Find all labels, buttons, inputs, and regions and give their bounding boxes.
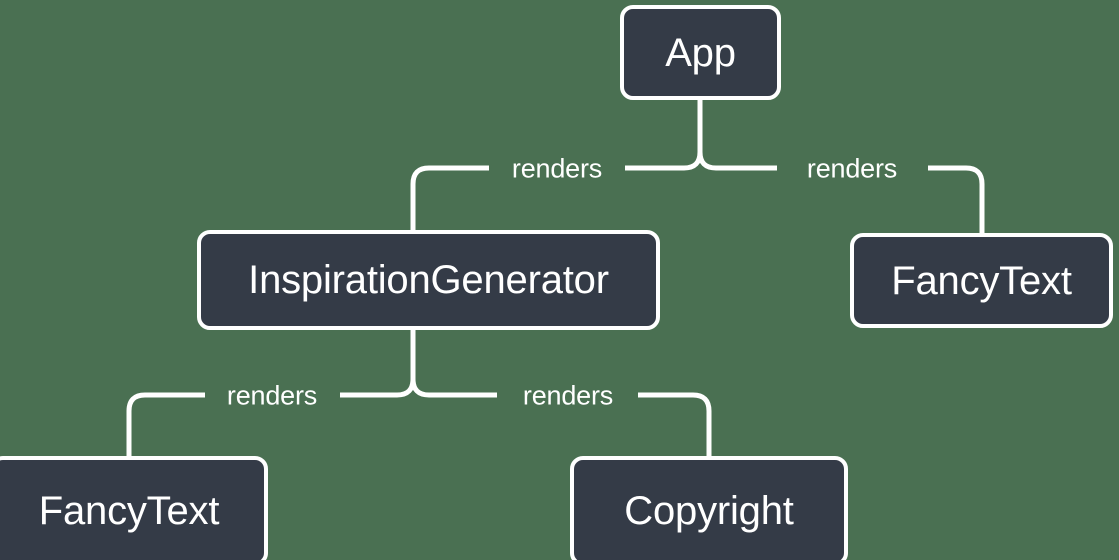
edge-app-to-fancytext-right-elbow [965, 165, 985, 233]
node-copyright-label: Copyright [624, 489, 794, 533]
node-fancytext-bottom-label: FancyText [38, 489, 220, 533]
edge-label-app-to-fancytext-right: renders [806, 153, 898, 184]
node-fancytext-right-label: FancyText [891, 258, 1072, 303]
node-inspiration-generator-label: InspirationGenerator [248, 258, 609, 302]
edge-label-inspiration-generator-to-fancytext-bottom: renders [226, 380, 318, 411]
node-fancytext-bottom[interactable]: FancyText [0, 456, 268, 560]
node-fancytext-right[interactable]: FancyText [850, 233, 1113, 328]
node-app-label: App [665, 30, 736, 75]
edge-app-to-inspirationgenerator-elbow [410, 165, 430, 230]
edge-stem-inspirationgenerator-left [396, 330, 416, 398]
edge-inspirationgenerator-to-fancytext-elbow [126, 392, 146, 456]
edge-stem-inspirationgenerator-right [410, 378, 430, 398]
edge-stem-app-right [697, 151, 717, 171]
edge-label-app-to-inspiration-generator: renders [511, 153, 603, 184]
node-copyright[interactable]: Copyright [570, 456, 848, 560]
edge-inspirationgenerator-to-copyright-elbow [692, 392, 712, 456]
edge-label-inspiration-generator-to-copyright: renders [522, 380, 614, 411]
node-app[interactable]: App [620, 5, 781, 100]
node-inspiration-generator[interactable]: InspirationGenerator [197, 230, 660, 330]
edge-stem-app [683, 100, 703, 171]
